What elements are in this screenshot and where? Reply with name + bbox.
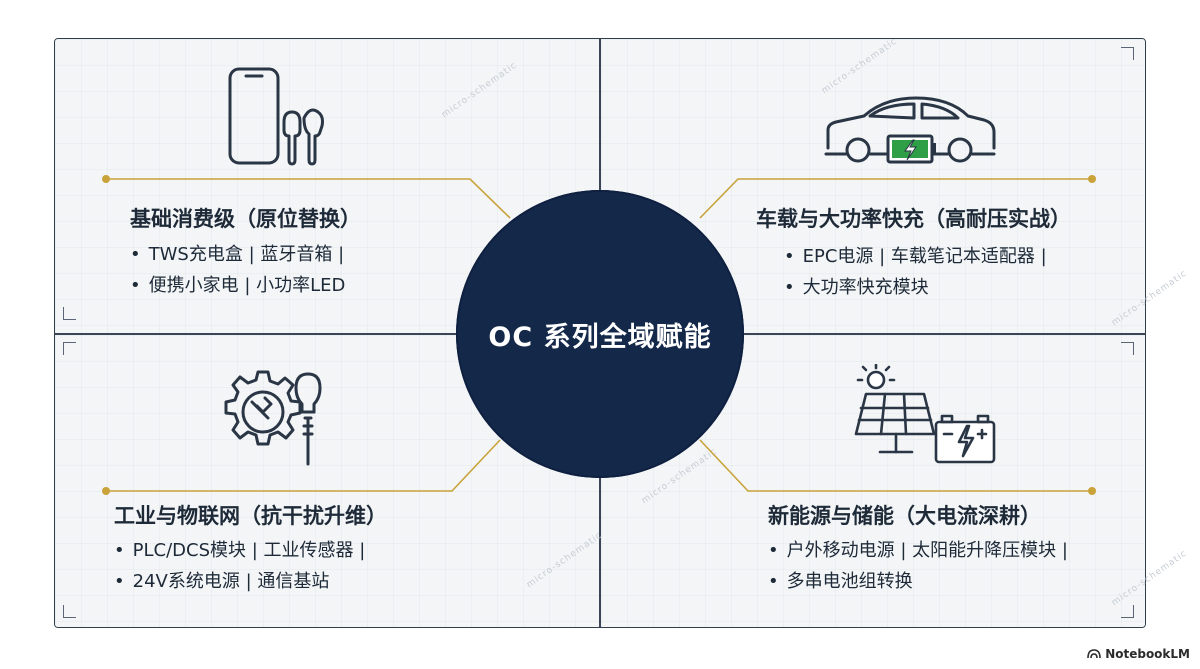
corner-mark	[1121, 47, 1134, 60]
list-item: 户外移动电源 | 太阳能升降压模块 |	[768, 535, 1068, 566]
list-item: 便携小家电 | 小功率LED	[130, 270, 346, 301]
corner-mark	[63, 307, 76, 320]
list-item: 24V系统电源 | 通信基站	[114, 566, 365, 597]
gear-wrench-sensor-icon	[224, 370, 322, 466]
central-hub: OC 系列全域赋能	[456, 190, 744, 478]
quadrant-title-bottom-left: 工业与物联网（抗干扰升维）	[114, 504, 387, 528]
bullet-list-top-right: EPC电源 | 车载笔记本适配器 | 大功率快充模块	[784, 241, 1047, 303]
bullet-list-bottom-left: PLC/DCS模块 | 工业传感器 | 24V系统电源 | 通信基站	[114, 535, 366, 597]
corner-mark	[1121, 342, 1134, 355]
list-item: 多串电池组转换	[768, 566, 1068, 597]
quadrant-title-top-left: 基础消费级（原位替换）	[130, 207, 361, 231]
list-item: 大功率快充模块	[784, 272, 1047, 303]
bullet-list-top-left: TWS充电盒 | 蓝牙音箱 | 便携小家电 | 小功率LED	[130, 239, 346, 301]
electric-car-battery-icon	[824, 96, 996, 164]
brand-name: NotebookLM	[1105, 647, 1190, 661]
quadrant-title-bottom-right: 新能源与储能（大电流深耕）	[768, 504, 1041, 528]
corner-mark	[63, 605, 76, 618]
corner-mark	[1121, 605, 1134, 618]
quadrant-title-top-right: 车载与大功率快充（高耐压实战）	[756, 207, 1071, 231]
corner-mark	[63, 342, 76, 355]
list-item: TWS充电盒 | 蓝牙音箱 |	[130, 239, 345, 270]
notebooklm-logo-icon	[1087, 649, 1101, 659]
phone-earbuds-icon	[228, 67, 324, 166]
list-item: EPC电源 | 车载笔记本适配器 |	[784, 241, 1047, 272]
list-item: PLC/DCS模块 | 工业传感器 |	[114, 535, 366, 566]
bullet-list-bottom-right: 户外移动电源 | 太阳能升降压模块 | 多串电池组转换	[768, 535, 1068, 597]
hub-title: OC 系列全域赋能	[488, 321, 712, 353]
brand-badge: NotebookLM	[1087, 647, 1190, 661]
solar-panel-battery-icon	[854, 364, 996, 464]
